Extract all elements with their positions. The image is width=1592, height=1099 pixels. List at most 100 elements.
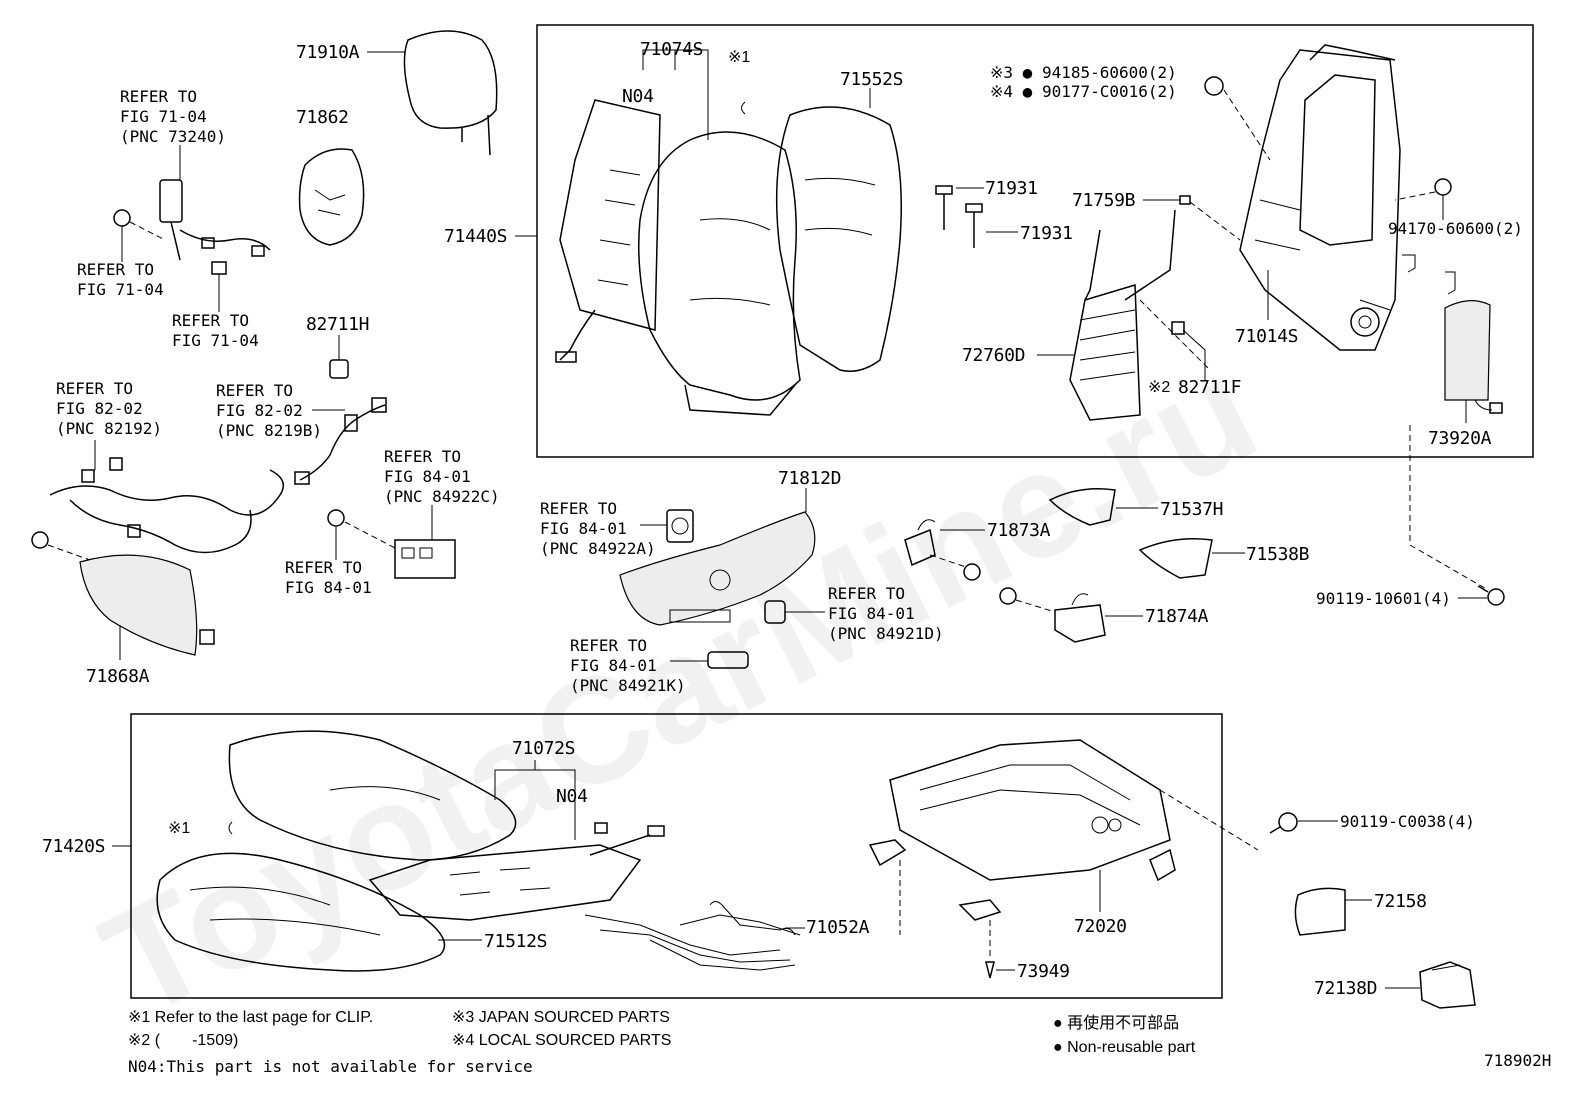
label-71420S: 71420S [42, 836, 105, 857]
refer-block-r5: REFER TO FIG 82-02 (PNC 8219B) [216, 381, 322, 440]
svg-text:(PNC 84921D): (PNC 84921D) [828, 624, 944, 643]
svg-text:(PNC 82192): (PNC 82192) [56, 419, 162, 438]
footnote-1: ※1 Refer to the last page for CLIP. [128, 1009, 373, 1026]
refer-block-r9: REFER TO FIG 84-01 (PNC 84921D) [828, 584, 944, 643]
adjuster-72020-drawing [868, 739, 1259, 960]
label-n04-bottom: N04 [556, 786, 588, 807]
refer-block-r6: REFER TO FIG 84-01 (PNC 84922C) [384, 447, 500, 506]
label-71537H: 71537H [1160, 499, 1223, 520]
label-71812D: 71812D [778, 468, 841, 489]
refer-block-r1: REFER TO FIG 71-04 (PNC 73240) [120, 87, 226, 146]
svg-text:FIG 82-02: FIG 82-02 [56, 399, 143, 418]
clip-icon-bottom [228, 821, 233, 835]
svg-text:FIG 71-04: FIG 71-04 [120, 107, 207, 126]
label-71759B: 71759B [1072, 190, 1135, 211]
svg-text:(PNC 84922A): (PNC 84922A) [540, 539, 656, 558]
svg-text:FIG 84-01: FIG 84-01 [540, 519, 627, 538]
switch-84922A-knob [671, 517, 689, 535]
footnote-2: ※2 ( -1509) [128, 1032, 238, 1049]
refer-block-r2: REFER TO FIG 71-04 [77, 260, 164, 299]
label-71931-a: 71931 [985, 178, 1038, 199]
bracket-71873A-drawing [904, 519, 981, 581]
knob-84921K-drawing [707, 651, 749, 669]
mark2-symbol: ※2 [1148, 379, 1170, 396]
label-71538B: 71538B [1246, 544, 1309, 565]
seatback-pad-71552S-drawing [775, 106, 902, 372]
label-71910A: 71910A [296, 42, 360, 63]
nut-94185-drawing [1204, 76, 1271, 161]
cover-71538B-drawing [1138, 538, 1213, 579]
svg-text:REFER TO: REFER TO [120, 87, 197, 106]
label-82711F: 82711F [1178, 377, 1241, 398]
label-72020: 72020 [1074, 916, 1127, 937]
leader-82711F [1182, 329, 1206, 380]
airbag-73920A-drawing [1444, 300, 1503, 414]
svg-text:FIG 71-04: FIG 71-04 [172, 331, 259, 350]
svg-text:REFER TO: REFER TO [540, 499, 617, 518]
headrest-71910A-drawing [403, 30, 498, 156]
shield-71812D-drawing [619, 511, 816, 626]
guide-71931-drawing [935, 185, 983, 248]
bolt-90119-C0038-drawing [1269, 812, 1298, 834]
label-73949: 73949 [1017, 961, 1070, 982]
label-94170: 94170-60600(2) [1388, 219, 1523, 238]
footnote-4: ※4 LOCAL SOURCED PARTS [452, 1032, 671, 1049]
label-71552S: 71552S [840, 69, 903, 90]
svg-text:(PNC 73240): (PNC 73240) [120, 127, 226, 146]
figure-code: 718902H [1484, 1051, 1551, 1070]
label-71440S: 71440S [444, 226, 507, 247]
footnote-3: ※3 JAPAN SOURCED PARTS [452, 1009, 670, 1026]
harness-8219B-drawing [294, 397, 387, 485]
wire-harness-drawing [49, 457, 285, 554]
label-72158: 72158 [1374, 891, 1427, 912]
side-cover-71868A-drawing [31, 531, 215, 656]
switch-84922A-drawing [666, 509, 694, 543]
seatback-group-box [536, 24, 1534, 458]
label-71052A: 71052A [806, 917, 870, 938]
lumbar-72760D-drawing [1069, 195, 1241, 421]
label-71074S: 71074S [640, 39, 703, 60]
refer-block-r7: REFER TO FIG 84-01 [285, 558, 372, 597]
svg-text:REFER TO: REFER TO [570, 636, 647, 655]
svg-text:REFER TO: REFER TO [56, 379, 133, 398]
label-72138D: 72138D [1314, 978, 1377, 999]
svg-text:(PNC 84922C): (PNC 84922C) [384, 487, 500, 506]
svg-text:(PNC 8219B): (PNC 8219B) [216, 421, 322, 440]
label-71072S: 71072S [512, 738, 575, 759]
svg-text:FIG 84-01: FIG 84-01 [285, 578, 372, 597]
svg-text:(PNC 84921K): (PNC 84921K) [570, 676, 686, 695]
svg-text:FIG 71-04: FIG 71-04 [77, 280, 164, 299]
label-72760D: 72760D [962, 345, 1025, 366]
clip-icon-top [741, 101, 746, 115]
label-71862: 71862 [296, 107, 349, 128]
frame-clip-a [1402, 254, 1416, 273]
label-82711H: 82711H [306, 314, 369, 335]
cover-72158-drawing [1294, 887, 1346, 936]
frame-71014S-drawing [1239, 44, 1401, 351]
label-90119-C0038: 90119-C0038(4) [1340, 812, 1475, 831]
seatback-cover-71074S-drawing [638, 131, 801, 416]
cushion-pad-71512S-drawing [156, 852, 446, 972]
seatback-mat-drawing [555, 99, 661, 363]
svg-text:FIG 84-01: FIG 84-01 [828, 604, 915, 623]
label-71868A: 71868A [86, 666, 150, 687]
cushion-cover-71072S-drawing [228, 730, 517, 861]
refer-block-r3: REFER TO FIG 71-04 [172, 311, 259, 350]
connector-82711H-drawing [329, 359, 349, 379]
dash-to-90119-10601 [1409, 425, 1489, 591]
legend-japanese: ● 再使用不可部品 [1053, 1014, 1179, 1032]
cushion-group-box [130, 713, 1223, 999]
refer-block-r8: REFER TO FIG 84-01 (PNC 84922A) [540, 499, 656, 558]
label-n04-top: N04 [622, 86, 654, 107]
label-94185: ※3 ● 94185-60600(2) [990, 63, 1177, 82]
switch-84922C-drawing [327, 509, 456, 579]
svg-text:FIG 82-02: FIG 82-02 [216, 401, 303, 420]
svg-text:REFER TO: REFER TO [172, 311, 249, 330]
label-73920A: 73920A [1428, 428, 1492, 449]
label-90177: ※4 ● 90177-C0016(2) [990, 82, 1177, 101]
label-71512S: 71512S [484, 931, 547, 952]
svg-text:FIG 84-01: FIG 84-01 [384, 467, 471, 486]
refer-block-r10: REFER TO FIG 84-01 (PNC 84921K) [570, 636, 686, 695]
label-90119-10601: 90119-10601(4) [1316, 589, 1451, 608]
